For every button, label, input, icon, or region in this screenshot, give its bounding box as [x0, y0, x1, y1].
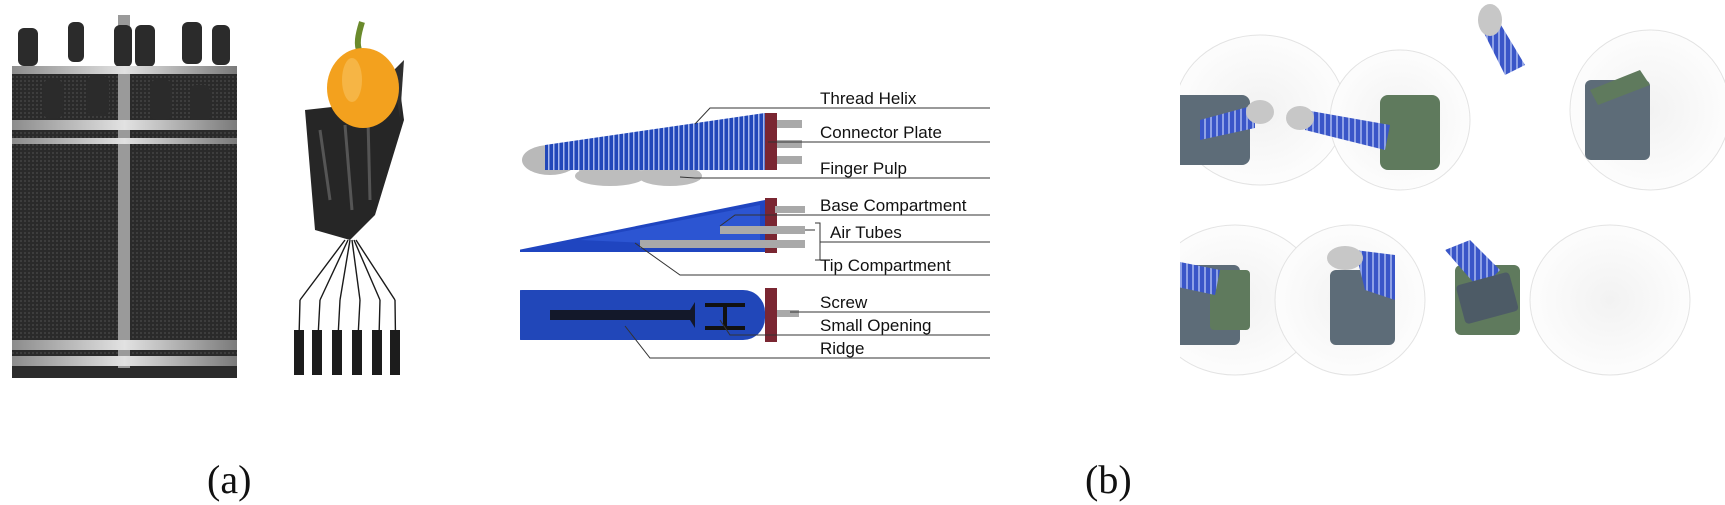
label-screw: Screw [820, 293, 868, 312]
finger-top-view [500, 288, 799, 342]
bell-pepper [327, 21, 399, 128]
diagram-labels: Thread Helix Connector Plate Finger Pulp… [820, 89, 967, 358]
render-5 [1274, 224, 1426, 376]
finger-section-view [508, 198, 805, 253]
finger-renders-grid [1145, 0, 1725, 430]
actuator-bank [12, 15, 237, 378]
finger-diagram-svg: Thread Helix Connector Plate Finger Pulp… [500, 89, 990, 359]
render-1 [1170, 34, 1346, 186]
label-finger-pulp: Finger Pulp [820, 159, 907, 178]
render-2 [1286, 49, 1471, 191]
label-tip-compartment: Tip Compartment [820, 256, 951, 275]
leader-lines [624, 107, 990, 359]
robot-hand-illustration [12, 15, 404, 378]
robot-hand-photo [0, 0, 460, 420]
label-small-opening: Small Opening [820, 316, 932, 335]
render-6 [1445, 224, 1691, 376]
finger-renders-svg [1145, 4, 1725, 376]
label-thread-helix: Thread Helix [820, 89, 917, 108]
render-3 [1478, 4, 1725, 191]
label-base-compartment: Base Compartment [820, 196, 967, 215]
label-connector-plate: Connector Plate [820, 123, 942, 142]
label-air-tubes: Air Tubes [830, 223, 902, 242]
caption-a: (a) [207, 457, 252, 502]
finger-diagram: Thread Helix Connector Plate Finger Pulp… [500, 80, 1110, 410]
finger-helix-view [522, 113, 802, 186]
render-4 [1145, 224, 1321, 376]
label-ridge: Ridge [820, 339, 864, 358]
caption-b: (b) [1085, 457, 1132, 502]
